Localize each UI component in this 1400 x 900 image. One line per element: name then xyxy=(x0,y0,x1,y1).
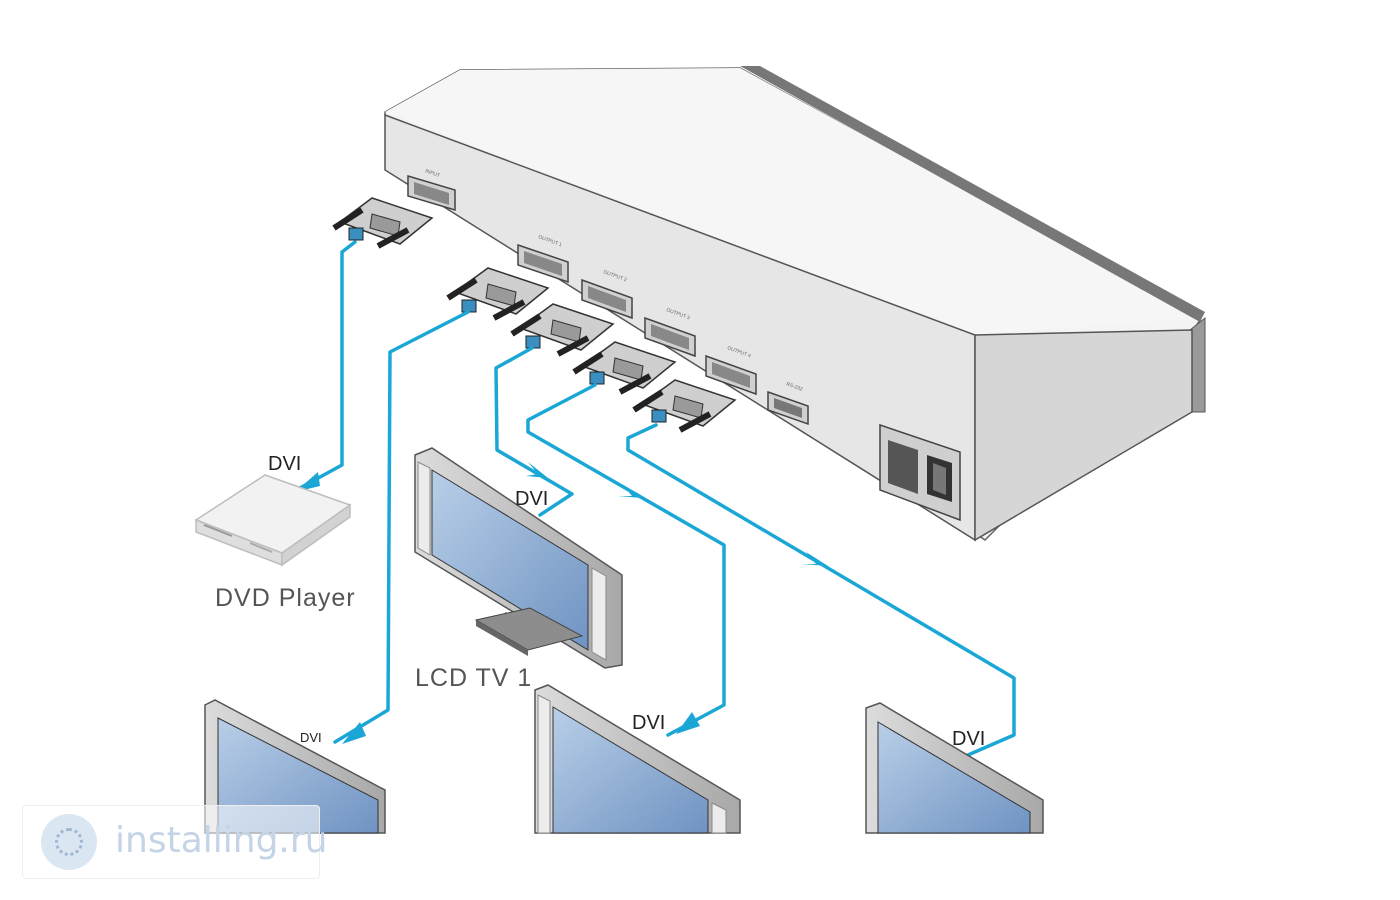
label-dvd-player: DVD Player xyxy=(215,584,356,612)
cable-input xyxy=(298,240,357,490)
watermark-logo-icon xyxy=(41,814,97,870)
device-port-rs232: RS-232 xyxy=(767,381,809,426)
arrow-icon xyxy=(342,722,366,744)
watermark-text: installing.ru xyxy=(115,820,328,861)
watermark: installing.ru xyxy=(22,805,327,879)
signal-direction-arrows xyxy=(295,462,828,744)
lcd-tv-2 xyxy=(204,699,386,834)
dvi-plug-output-4 xyxy=(632,379,737,433)
arrow-icon xyxy=(802,552,828,566)
label-dvi-tv4: DVI xyxy=(952,728,985,750)
label-lcd-tv-1: LCD TV 1 xyxy=(415,664,532,692)
dvi-plug-output-1 xyxy=(446,267,550,321)
lcd-tv-4 xyxy=(865,702,1044,834)
label-dvi-tv3: DVI xyxy=(632,712,665,734)
device-port-output-3: OUTPUT 3 xyxy=(644,307,696,358)
dvi-plug-output-3 xyxy=(572,341,677,395)
cable-output-2 xyxy=(494,346,574,517)
lcd-tv-3 xyxy=(534,684,741,834)
arrow-icon xyxy=(618,484,642,498)
dvd-player xyxy=(194,474,352,567)
port-label-input: INPUT xyxy=(424,168,440,179)
arrow-icon xyxy=(676,712,700,734)
dvi-distribution-amplifier xyxy=(384,66,1206,542)
lcd-tv-1 xyxy=(414,447,623,669)
device-port-input: INPUT xyxy=(407,168,456,212)
label-dvi-tv1: DVI xyxy=(515,488,548,510)
label-dvi-tv2: DVI xyxy=(300,730,322,745)
dvi-plug-output-2 xyxy=(510,303,615,357)
device-port-output-4: OUTPUT 4 xyxy=(705,345,757,396)
dvi-plug-input xyxy=(332,197,434,249)
arrow-icon xyxy=(526,462,548,478)
label-dvi-input: DVI xyxy=(268,453,301,475)
port-label-rs232: RS-232 xyxy=(785,381,803,393)
